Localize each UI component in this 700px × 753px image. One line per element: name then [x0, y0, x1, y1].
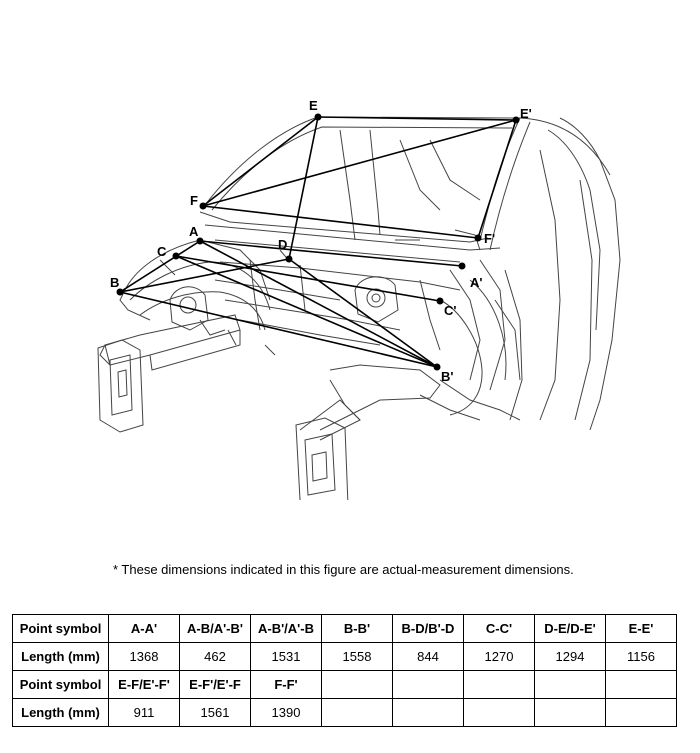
label-Eprime: E' — [520, 106, 532, 121]
table-cell: 1558 — [321, 642, 393, 671]
label-Aprime: A' — [470, 275, 482, 290]
label-Fprime: F' — [484, 231, 495, 246]
row-header-cell: Point symbol — [12, 614, 109, 643]
line-C-Cprime — [175, 255, 441, 302]
table-cell — [605, 670, 677, 699]
table-cell — [534, 670, 606, 699]
label-F: F — [190, 193, 198, 208]
table-cell — [392, 698, 464, 727]
table-cell — [321, 670, 393, 699]
line-Eprime-Fprime — [477, 119, 517, 239]
table-cell: 1156 — [605, 642, 677, 671]
point-D — [285, 255, 293, 263]
point-Bprime — [433, 363, 441, 371]
body-dimension-diagram: A A' B B' C C' D E E' F F' — [97, 98, 621, 500]
table-cell: D-E/D-E' — [534, 614, 606, 643]
table-cell: C-C' — [463, 614, 535, 643]
table-cell: 462 — [179, 642, 251, 671]
line-B-Bprime — [119, 291, 438, 368]
table-cell: E-E' — [605, 614, 677, 643]
table-cell: 1270 — [463, 642, 535, 671]
table-cell: B-B' — [321, 614, 393, 643]
measurement-lines — [119, 116, 517, 368]
table-cell — [605, 698, 677, 727]
row-header-cell: Length (mm) — [12, 642, 109, 671]
table-cell — [463, 670, 535, 699]
point-B — [116, 288, 124, 296]
table-cell: A-B/A'-B' — [179, 614, 251, 643]
table-cell: A-B'/A'-B — [250, 614, 322, 643]
label-B: B — [110, 275, 119, 290]
table-cell: 844 — [392, 642, 464, 671]
point-Fprime — [474, 234, 482, 242]
table-cell: 1531 — [250, 642, 322, 671]
line-Bprime-D — [288, 258, 438, 368]
table-cell: E-F'/E'-F — [179, 670, 251, 699]
label-Bprime: B' — [441, 369, 453, 384]
line-D-E — [288, 116, 319, 260]
line-C-Bprime — [175, 255, 438, 368]
line-B-D — [119, 258, 290, 293]
label-A: A — [189, 224, 199, 239]
row-header-cell: Length (mm) — [12, 698, 109, 727]
table-cell: 1561 — [179, 698, 251, 727]
label-D: D — [278, 237, 287, 252]
table-cell — [463, 698, 535, 727]
line-E-F — [202, 116, 319, 207]
table-cell: A-A' — [108, 614, 180, 643]
table-cell — [321, 698, 393, 727]
line-A-Bprime — [199, 240, 438, 368]
car-body-outline — [97, 116, 621, 500]
table-cell — [534, 698, 606, 727]
table-cell: 1368 — [108, 642, 180, 671]
row-header-cell: Point symbol — [12, 670, 109, 699]
table-cell: 1390 — [250, 698, 322, 727]
table-cell: E-F/E'-F' — [108, 670, 180, 699]
measurement-points — [116, 113, 520, 371]
point-Eprime — [512, 116, 520, 124]
label-Cprime: C' — [444, 303, 456, 318]
label-E: E — [309, 98, 318, 113]
table-cell — [392, 670, 464, 699]
point-A — [196, 237, 204, 245]
table-cell: 911 — [108, 698, 180, 727]
table-cell: 1294 — [534, 642, 606, 671]
label-C: C — [157, 244, 167, 259]
point-E — [314, 113, 322, 121]
line-E-Eprime — [317, 116, 517, 121]
point-F — [199, 202, 207, 210]
line-A-B — [119, 240, 201, 293]
table-cell: F-F' — [250, 670, 322, 699]
point-Aprime — [458, 262, 466, 270]
line-F-Eprime — [202, 119, 517, 207]
point-labels: A A' B B' C C' D E E' F F' — [110, 98, 532, 384]
line-A-Aprime — [199, 240, 463, 267]
point-Cprime — [436, 297, 444, 305]
measurement-note: * These dimensions indicated in this fig… — [113, 562, 574, 577]
table-cell: B-D/B'-D — [392, 614, 464, 643]
point-C — [172, 252, 180, 260]
line-F-Fprime — [202, 205, 479, 239]
